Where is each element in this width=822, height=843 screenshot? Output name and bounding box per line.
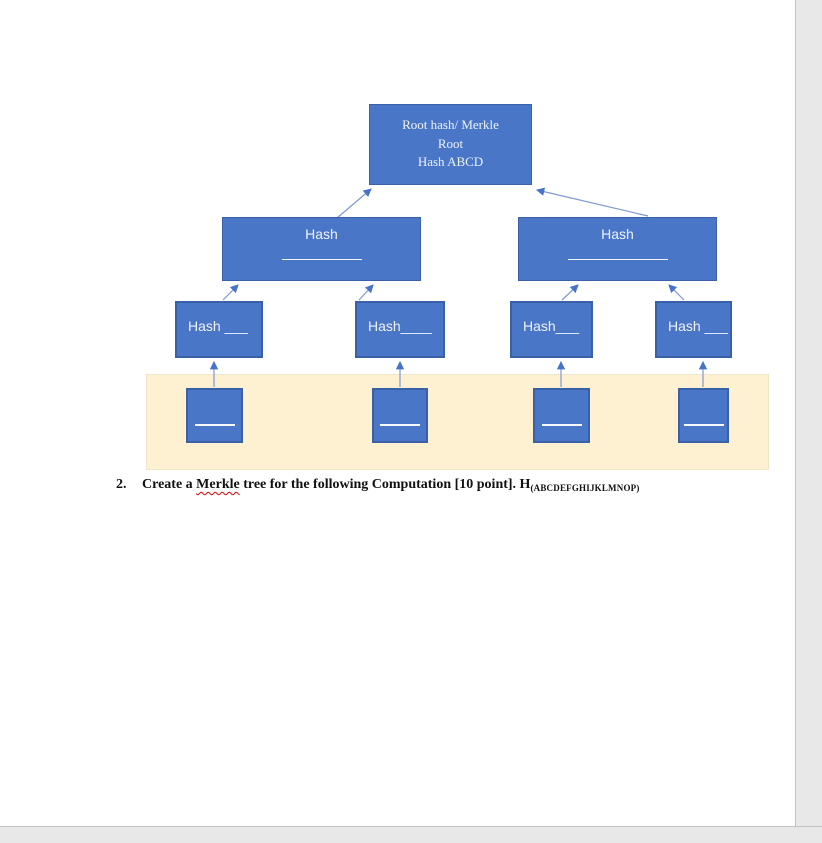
highlight-band	[146, 374, 769, 470]
hash-leaf-box-1[interactable]: Hash ___	[175, 301, 263, 358]
hash-leaf-box-2[interactable]: Hash____	[355, 301, 445, 358]
blank-underline	[567, 259, 668, 260]
hash-leaf-label: Hash ___	[668, 318, 728, 334]
hash-node-label: Hash	[601, 226, 634, 242]
blank-underline	[380, 424, 420, 426]
root-hash-label-line2: Root	[437, 135, 464, 151]
data-block-box-1[interactable]	[186, 388, 243, 443]
hash-leaf-label: Hash ___	[188, 318, 248, 334]
data-block-box-3[interactable]	[533, 388, 590, 443]
root-hash-label-line1: Root hash/ Merkle	[402, 117, 499, 132]
blank-underline	[541, 424, 582, 426]
blank-underline	[683, 424, 724, 426]
root-hash-label-line3: Hash ABCD	[417, 154, 484, 169]
question-number: 2.	[116, 477, 127, 492]
data-block-box-4[interactable]	[678, 388, 729, 443]
hash-node-box-left[interactable]: Hash	[222, 217, 421, 281]
hash-node-label: Hash	[305, 226, 338, 242]
page-edge-bottom	[0, 826, 822, 843]
hash-node-box-right[interactable]: Hash	[518, 217, 717, 281]
question-line: 2. Create a Merkle tree for the following…	[116, 477, 716, 493]
hash-leaf-box-4[interactable]: Hash ___	[655, 301, 732, 358]
page-edge-right	[795, 0, 822, 842]
hash-subscript: (ABCDEFGHIJKLMNOP)	[530, 483, 640, 493]
misspelled-word: Merkle	[196, 477, 240, 492]
data-block-box-2[interactable]	[372, 388, 428, 443]
hash-leaf-label: Hash___	[523, 318, 580, 334]
question-text: Create a Merkle tree for the following C…	[142, 477, 640, 493]
hash-leaf-box-3[interactable]: Hash___	[510, 301, 593, 358]
hash-leaf-label: Hash____	[368, 318, 432, 334]
blank-underline	[281, 259, 362, 260]
root-hash-box[interactable]: Root hash/ Merkle Root Hash ABCD	[369, 104, 532, 185]
blank-underline	[194, 424, 235, 426]
